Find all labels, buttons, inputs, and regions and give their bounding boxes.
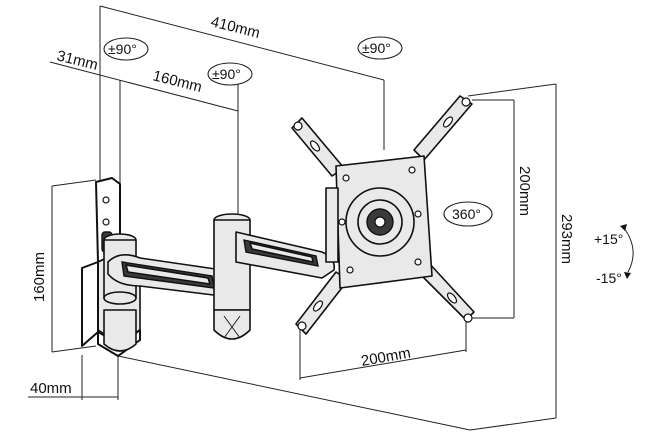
- label-arm-length: 160mm: [151, 67, 204, 96]
- arm-joint: [213, 213, 251, 340]
- first-arm: [107, 254, 239, 299]
- label-rotation: 360°: [452, 206, 481, 222]
- arrow-up-icon: [620, 224, 627, 231]
- label-head-swivel: ±90°: [362, 40, 391, 56]
- second-arm: [235, 231, 336, 279]
- label-tilt-up: +15°: [594, 231, 623, 247]
- label-plate-height: 160mm: [31, 252, 48, 302]
- label-plate-depth: 40mm: [30, 380, 72, 397]
- label-tilt-down: -15°: [596, 270, 622, 286]
- dimension-lines: [28, 5, 557, 431]
- label-wall-swivel: ±90°: [108, 41, 137, 57]
- angle-bubbles: [103, 36, 493, 227]
- label-wall-offset: 31mm: [55, 47, 100, 74]
- label-overall-length: 410mm: [209, 13, 262, 42]
- label-vesa-horizontal: 200mm: [360, 345, 412, 370]
- label-arm-swivel: ±90°: [212, 66, 241, 82]
- vesa-head: [291, 95, 475, 335]
- label-vesa-vertical: 200mm: [516, 166, 533, 216]
- tilt-indicator: [620, 224, 634, 279]
- label-overall-height: 293mm: [558, 214, 575, 264]
- arrow-down-icon: [624, 272, 631, 279]
